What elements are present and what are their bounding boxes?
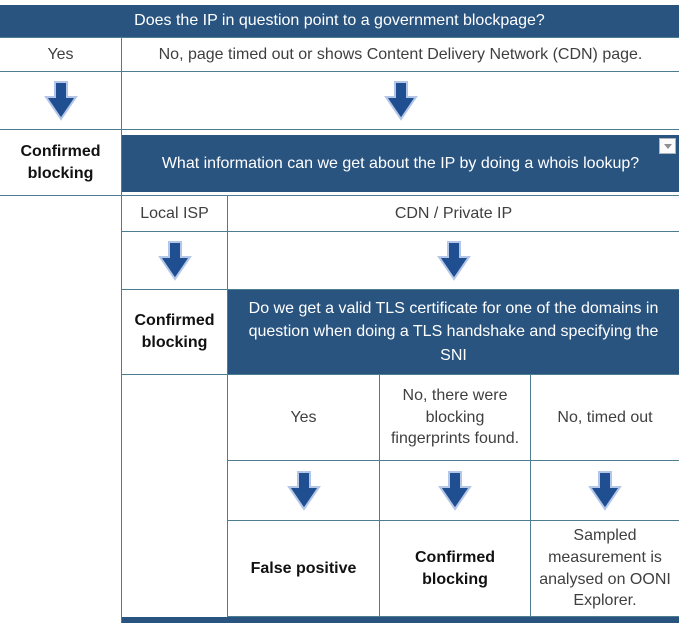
down-arrow-icon <box>43 80 78 121</box>
empty-cell <box>0 196 122 232</box>
collapse-dropdown-button[interactable] <box>659 138 676 154</box>
down-arrow-icon <box>588 470 622 511</box>
arrow-cell <box>122 72 679 130</box>
question-2-header: What information can we get about the IP… <box>122 135 679 192</box>
empty-cell <box>0 232 122 290</box>
down-arrow-icon <box>157 240 192 281</box>
empty-cell <box>122 521 228 617</box>
outcome-false-positive: False positive <box>228 521 380 617</box>
down-arrow-icon <box>286 470 321 511</box>
empty-cell <box>0 617 122 623</box>
empty-cell <box>0 461 122 521</box>
question-2-text: What information can we get about the IP… <box>161 154 640 172</box>
empty-cell <box>0 290 122 375</box>
empty-cell <box>0 521 122 617</box>
answer-q3-timeout: No, timed out <box>531 375 679 461</box>
down-arrow-icon <box>438 470 472 511</box>
chevron-down-icon <box>663 143 672 149</box>
answer-q2-cdn: CDN / Private IP <box>228 196 679 232</box>
arrow-cell <box>228 461 380 521</box>
outcome-confirmed-blocking-1: Confirmed blocking <box>0 130 122 196</box>
down-arrow-icon <box>383 80 418 121</box>
question-1-header: Does the IP in question point to a gover… <box>0 5 679 38</box>
arrow-cell <box>228 232 679 290</box>
outcome-confirmed-blocking-3: Confirmed blocking <box>380 521 531 617</box>
question-3-header: Do we get a valid TLS certificate for on… <box>228 290 679 375</box>
answer-q3-yes: Yes <box>228 375 380 461</box>
arrow-cell <box>531 461 679 521</box>
outcome-sampled-measurement: Sampled measurement is analysed on OONI … <box>531 521 679 617</box>
arrow-cell <box>122 232 228 290</box>
next-question-header-cutoff <box>122 617 679 623</box>
arrow-cell <box>380 461 531 521</box>
empty-cell <box>122 375 228 461</box>
outcome-confirmed-blocking-2: Confirmed blocking <box>122 290 228 375</box>
question-2-cell: What information can we get about the IP… <box>122 130 679 196</box>
answer-q2-local-isp: Local ISP <box>122 196 228 232</box>
empty-cell <box>0 375 122 461</box>
down-arrow-icon <box>436 240 471 281</box>
empty-cell <box>122 461 228 521</box>
arrow-cell <box>0 72 122 130</box>
answer-q1-no: No, page timed out or shows Content Deli… <box>122 38 679 72</box>
answer-q3-fingerprints: No, there were blocking fingerprints fou… <box>380 375 531 461</box>
answer-q1-yes: Yes <box>0 38 122 72</box>
